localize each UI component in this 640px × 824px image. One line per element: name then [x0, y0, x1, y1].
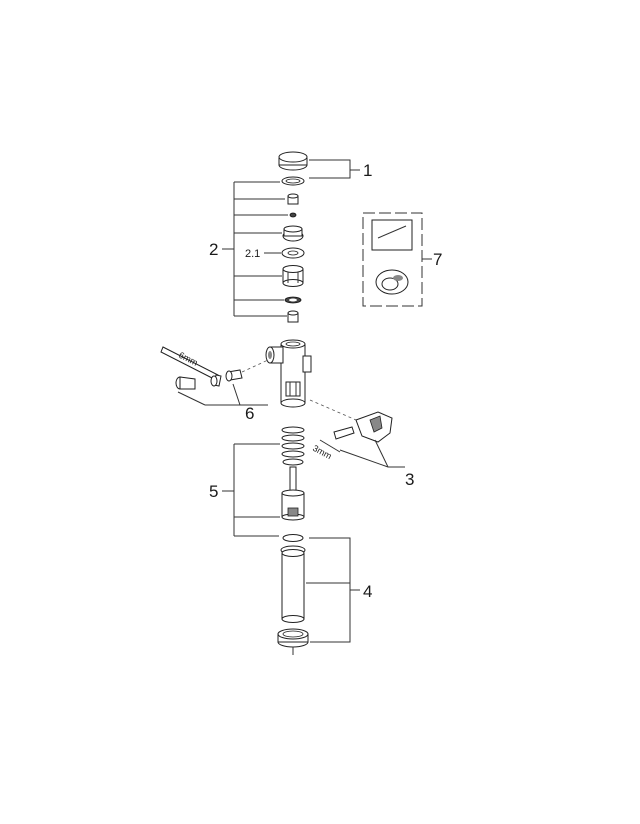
spring-part-5 — [281, 426, 305, 466]
cartridge-stack-part-2 — [281, 193, 305, 323]
callout-7: 7 — [433, 250, 442, 269]
cap-part-1 — [278, 151, 308, 186]
callout-2: 2 — [209, 240, 218, 259]
callout-2-1: 2.1 — [245, 248, 260, 260]
service-kit-part-7 — [362, 212, 423, 307]
lever-handle-part-3 — [333, 411, 393, 443]
valve-body — [265, 339, 312, 408]
piston-part-5 — [281, 466, 305, 521]
callout-5: 5 — [209, 482, 218, 501]
callout-1-leader — [309, 159, 360, 179]
callout-5-leader — [222, 443, 280, 537]
tube-part-4 — [277, 534, 309, 655]
callout-6-leader — [177, 383, 268, 406]
callout-1: 1 — [363, 161, 372, 180]
pivot-pin-part-6 — [175, 369, 243, 390]
hex-key-3mm — [319, 439, 341, 453]
callout-3: 3 — [405, 470, 414, 489]
callout-4: 4 — [363, 582, 372, 601]
callout-4-leader — [306, 537, 360, 643]
callout-3-leader — [339, 439, 405, 468]
callout-6: 6 — [245, 404, 254, 423]
callout-2-leader — [222, 181, 288, 317]
